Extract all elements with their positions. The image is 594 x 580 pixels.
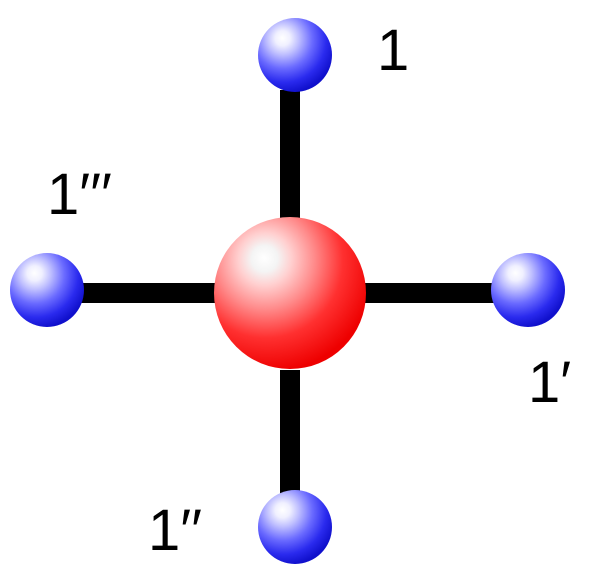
label-bottom: 1′′ xyxy=(148,498,202,563)
ligand-atom-left xyxy=(10,253,84,327)
label-top: 1 xyxy=(377,18,409,83)
ligand-atom-top xyxy=(258,18,332,92)
ligand-atom-right xyxy=(491,253,565,327)
central-atom xyxy=(214,217,366,369)
label-right: 1′ xyxy=(528,350,571,415)
label-left: 1′′′ xyxy=(47,162,112,227)
bonds xyxy=(80,90,500,500)
ligand-atom-bottom xyxy=(258,490,332,564)
